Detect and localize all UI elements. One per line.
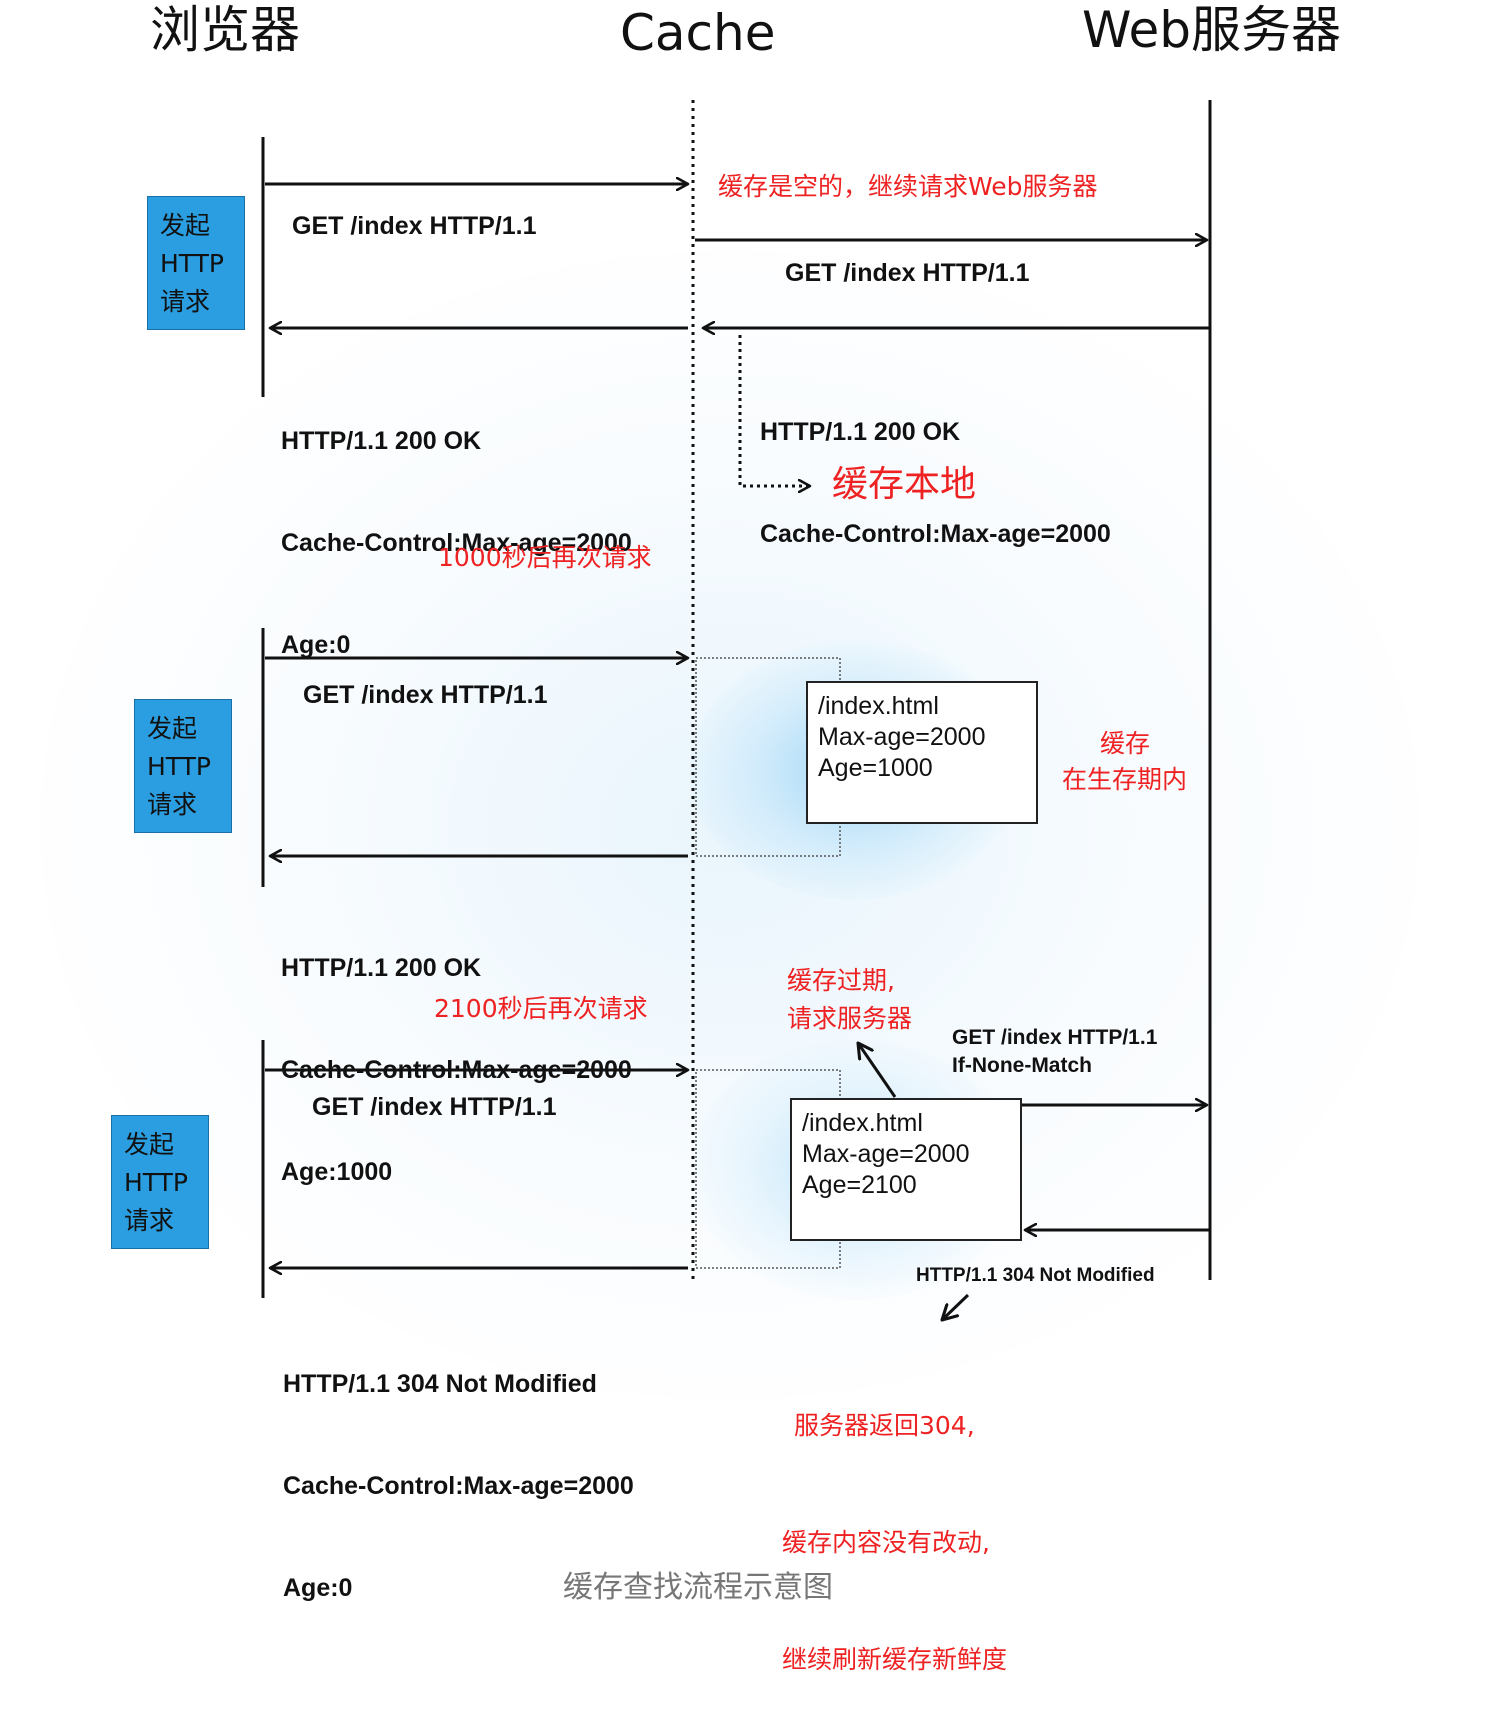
delay-note-1: 1000秒后再次请求 bbox=[438, 543, 652, 572]
badge-line-1: 发起 bbox=[124, 1130, 175, 1159]
card-line: Max-age=2000 bbox=[818, 723, 986, 751]
card-line: /index.html bbox=[818, 692, 939, 720]
cache-valid-note-line-2: 在生存期内 bbox=[1062, 765, 1188, 794]
request-badge-1: 发起 HTTP 请求 bbox=[147, 196, 245, 330]
response-line: Age:1000 bbox=[281, 1158, 393, 1186]
header-browser: 浏览器 bbox=[150, 1, 300, 59]
response-line: HTTP/1.1 200 OK bbox=[281, 954, 482, 982]
server-304-note: 服务器返回304, 缓存内容没有改动, 继续刷新缓存新鲜度 bbox=[782, 1328, 1007, 1718]
figure-caption: 缓存查找流程示意图 bbox=[563, 1570, 833, 1605]
conditional-request-line-2: If-None-Match bbox=[952, 1054, 1092, 1077]
pointer-server-note bbox=[942, 1293, 970, 1320]
badge-line-2: HTTP bbox=[124, 1168, 188, 1197]
cache-expired-note-line-2: 请求服务器 bbox=[787, 1004, 913, 1033]
browser-response-2: HTTP/1.1 200 OK Cache-Control:Max-age=20… bbox=[281, 883, 632, 1223]
cache-empty-note: 缓存是空的，继续请求Web服务器 bbox=[718, 172, 1098, 201]
response-line: Cache-Control:Max-age=2000 bbox=[281, 1056, 632, 1084]
note-line: 继续刷新缓存新鲜度 bbox=[782, 1645, 1008, 1674]
request-badge-3: 发起 HTTP 请求 bbox=[111, 1115, 209, 1249]
browser-response-1: HTTP/1.1 200 OK Cache-Control:Max-age=20… bbox=[281, 356, 632, 696]
cache-lookup-outline-3 bbox=[695, 1069, 841, 1269]
store-local-note: 缓存本地 bbox=[832, 464, 977, 505]
response-line: Cache-Control:Max-age=2000 bbox=[283, 1472, 634, 1500]
badge-line-1: 发起 bbox=[160, 211, 211, 240]
header-cache: Cache bbox=[620, 4, 776, 62]
browser-response-3: HTTP/1.1 304 Not Modified Cache-Control:… bbox=[283, 1299, 634, 1639]
cache-expired-note-line-1: 缓存过期, bbox=[787, 966, 895, 995]
response-line: Age:0 bbox=[283, 1574, 353, 1602]
request-label-3: GET /index HTTP/1.1 bbox=[312, 1093, 557, 1121]
card-line: /index.html bbox=[802, 1109, 923, 1137]
cache-to-server-label-1: GET /index HTTP/1.1 bbox=[785, 259, 1030, 287]
badge-line-3: 请求 bbox=[147, 790, 198, 819]
request-badge-2: 发起 HTTP 请求 bbox=[134, 699, 232, 833]
response-line: Cache-Control:Max-age=2000 bbox=[760, 520, 1111, 548]
note-line: 缓存内容没有改动, bbox=[782, 1528, 990, 1557]
server-304-label: HTTP/1.1 304 Not Modified bbox=[916, 1265, 1155, 1286]
badge-line-1: 发起 bbox=[147, 714, 198, 743]
card-line: Max-age=2000 bbox=[802, 1140, 970, 1168]
badge-line-2: HTTP bbox=[147, 752, 211, 781]
response-line: HTTP/1.1 200 OK bbox=[281, 427, 482, 455]
card-line: Age=1000 bbox=[818, 754, 933, 782]
badge-line-3: 请求 bbox=[160, 287, 211, 316]
response-line: Cache-Control:Max-age=2000 bbox=[281, 529, 632, 557]
sequence-diagram bbox=[261, 100, 1212, 1640]
header-server: Web服务器 bbox=[1082, 1, 1342, 59]
request-label-2: GET /index HTTP/1.1 bbox=[303, 681, 548, 709]
badge-line-3: 请求 bbox=[124, 1206, 175, 1235]
server-response-1: HTTP/1.1 200 OK Cache-Control:Max-age=20… bbox=[760, 347, 1111, 585]
badge-line-2: HTTP bbox=[160, 249, 224, 278]
arrow-store-local bbox=[738, 335, 810, 486]
note-line: 服务器返回304, bbox=[794, 1411, 975, 1440]
card-line: Age=2100 bbox=[802, 1171, 917, 1199]
cache-entry-card-3: /index.html Max-age=2000 Age=2100 bbox=[790, 1098, 1022, 1241]
response-line: HTTP/1.1 200 OK bbox=[760, 418, 961, 446]
response-line: Age:0 bbox=[281, 631, 351, 659]
delay-note-2: 2100秒后再次请求 bbox=[434, 994, 648, 1023]
cache-lookup-outline-2 bbox=[695, 657, 841, 857]
request-label-1: GET /index HTTP/1.1 bbox=[292, 212, 537, 240]
conditional-request-line-1: GET /index HTTP/1.1 bbox=[952, 1026, 1158, 1049]
pointer-expired-note bbox=[858, 1043, 897, 1098]
cache-entry-card-2: /index.html Max-age=2000 Age=1000 bbox=[806, 681, 1038, 824]
response-line: HTTP/1.1 304 Not Modified bbox=[283, 1370, 597, 1398]
cache-valid-note-line-1: 缓存 bbox=[1100, 729, 1151, 758]
